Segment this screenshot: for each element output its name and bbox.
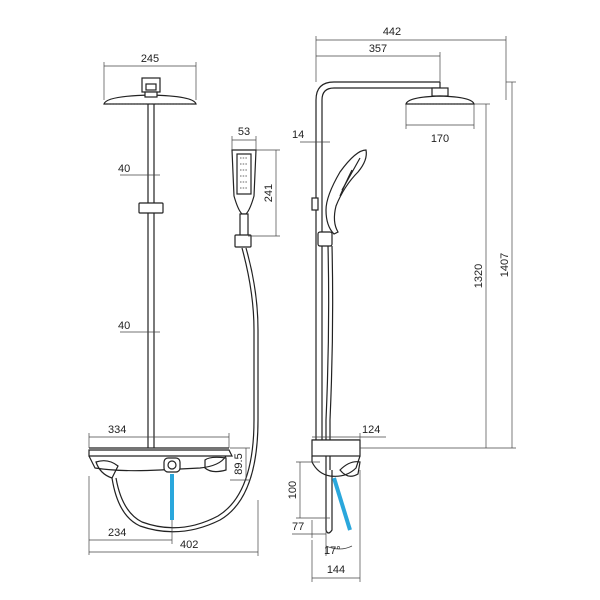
dim-front-overall-width: 402 <box>180 539 198 551</box>
dim-hand-shower-height: 241 <box>263 184 275 202</box>
dim-side-spout-angle: 17° <box>324 545 341 557</box>
side-dimensions: 442 357 14 170 1320 1407 <box>287 26 516 582</box>
side-view: 442 357 14 170 1320 1407 <box>287 26 516 582</box>
front-mixer-unit <box>88 447 233 520</box>
dim-front-mixer-offset: 234 <box>108 527 126 539</box>
dim-side-pipe-offset: 14 <box>292 129 304 141</box>
dim-side-head-diameter: 170 <box>431 133 449 145</box>
dim-front-mixer-height: 89.5 <box>233 453 245 474</box>
dim-side-overall-reach: 442 <box>383 26 401 38</box>
dim-side-spout-projection: 77 <box>292 521 304 533</box>
front-shower-head <box>103 77 197 105</box>
dim-hand-shower-width: 53 <box>238 126 250 138</box>
hand-shower-view: 53 241 <box>231 126 280 248</box>
dim-side-total-height: 1407 <box>499 253 511 277</box>
dim-side-arm-length: 357 <box>369 43 387 55</box>
dim-side-base-depth: 144 <box>327 564 345 576</box>
side-shower-head <box>405 87 475 105</box>
front-riser-pipe <box>147 104 155 448</box>
side-water-stream <box>332 477 352 531</box>
front-slider-bracket <box>138 202 164 214</box>
side-mixer-unit <box>311 439 361 531</box>
dim-front-bar-lower: 40 <box>118 320 130 332</box>
side-hose <box>325 245 334 534</box>
side-hand-shower <box>311 149 367 247</box>
dim-side-height-to-head: 1320 <box>473 264 485 288</box>
dim-side-shelf-depth: 124 <box>362 424 380 436</box>
dim-front-shelf-width: 334 <box>108 424 126 436</box>
hand-shower-nozzles <box>240 157 248 189</box>
dim-front-bar-upper: 40 <box>118 163 130 175</box>
side-riser-pipe <box>315 81 441 440</box>
dim-front-head-width: 245 <box>141 53 159 65</box>
front-hose <box>111 247 259 533</box>
front-dimensions: 245 40 40 334 89.5 234 402 <box>88 53 259 556</box>
front-view: 245 40 40 334 89.5 234 402 <box>88 53 259 556</box>
dim-side-mixer-height: 100 <box>287 481 299 499</box>
